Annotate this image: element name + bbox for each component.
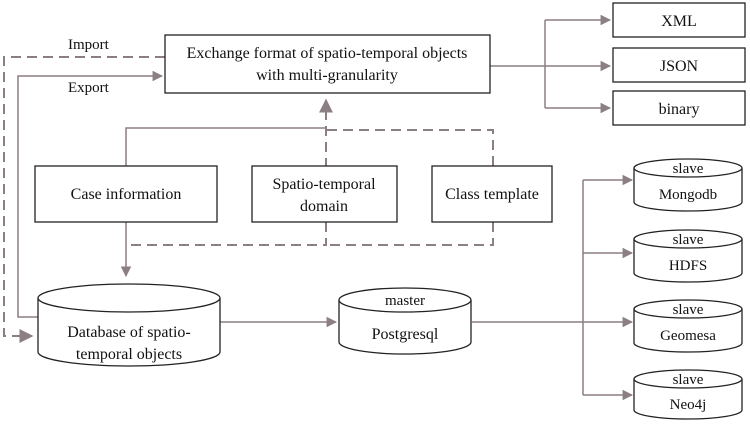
slave-name-mongodb: Mongodb [659, 187, 717, 203]
class-template-label: Class template [445, 186, 539, 203]
slave-role-label: slave [673, 302, 704, 318]
class-template-box: Class template [431, 165, 553, 223]
exchange-format-box: Exchange format of spatio-temporal objec… [164, 34, 491, 94]
case-information-label: Case information [71, 186, 182, 203]
slave-cylinder-neo4j: slave Neo4j [633, 369, 743, 420]
slave-cylinder-hdfs: slave HDFS [633, 229, 743, 283]
slave-name-geomesa: Geomesa [660, 328, 716, 344]
database-line2: temporal objects [76, 346, 182, 363]
slave-role-label: slave [673, 232, 704, 248]
import-label: Import [68, 37, 110, 53]
spatio-temporal-domain-line1: Spatio-temporal [272, 176, 376, 193]
format-label-xml: XML [661, 13, 697, 30]
exchange-format-line2: with multi-granularity [256, 67, 398, 84]
master-cylinder: master Postgresql [338, 287, 472, 355]
case-to-exchange-connector [125, 127, 326, 166]
template-to-exchange-connector [326, 129, 494, 166]
slave-cylinder-geomesa: slave Geomesa [633, 299, 743, 353]
slave-name-hdfs: HDFS [669, 258, 707, 274]
import-connector [3, 56, 165, 343]
master-role-label: master [385, 293, 425, 309]
format-box-xml: XML [612, 2, 746, 38]
domain-to-database-connector [130, 222, 327, 246]
database-cylinder: Database of spatio- temporal objects [37, 283, 221, 367]
master-name-label: Postgresql [372, 326, 439, 343]
slave-cylinder-mongodb: slave Mongodb [633, 158, 743, 212]
format-label-json: JSON [660, 58, 699, 75]
export-connector [17, 70, 164, 318]
spatio-temporal-domain-box: Spatio-temporal domain [251, 165, 398, 223]
slave-role-label: slave [673, 372, 704, 388]
export-label: Export [68, 80, 110, 96]
case-information-box: Case information [34, 165, 218, 223]
format-box-binary: binary [612, 90, 746, 126]
slave-name-neo4j: Neo4j [670, 397, 707, 413]
format-label-binary: binary [659, 101, 700, 118]
slave-role-label: slave [673, 161, 704, 177]
exchange-format-line1: Exchange format of spatio-temporal objec… [187, 45, 468, 62]
format-box-json: JSON [612, 47, 746, 83]
template-to-database-connector [326, 222, 494, 246]
database-line1: Database of spatio- [67, 324, 191, 341]
spatio-temporal-domain-line2: domain [300, 198, 348, 215]
